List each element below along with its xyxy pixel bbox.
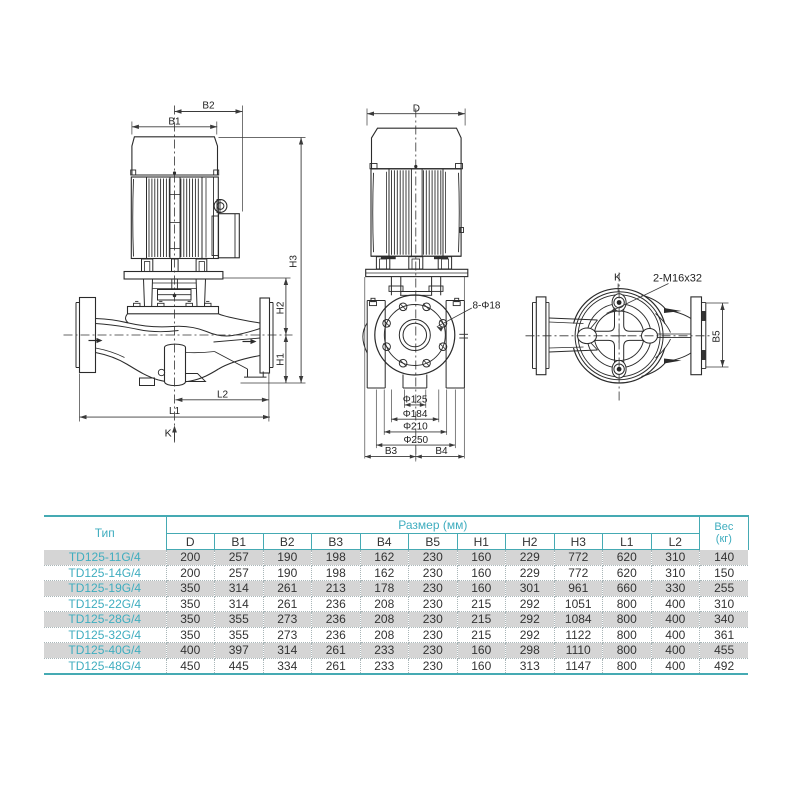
svg-text:L1: L1 [169,406,181,417]
svg-text:B1: B1 [168,117,181,128]
svg-text:Φ125: Φ125 [403,395,428,406]
svg-text:K: K [165,428,172,440]
svg-text:B5: B5 [712,330,723,343]
svg-text:Φ210: Φ210 [403,422,428,433]
svg-text:H3: H3 [289,255,300,268]
svg-text:K: K [614,272,621,284]
svg-text:D: D [413,104,420,115]
svg-text:B3: B3 [385,446,398,457]
svg-text:H1: H1 [276,353,287,366]
svg-text:2-M16x32: 2-M16x32 [653,273,702,285]
svg-text:Φ250: Φ250 [403,435,428,446]
svg-text:B4: B4 [435,446,448,457]
svg-text:8-Φ18: 8-Φ18 [473,301,501,312]
svg-text:L2: L2 [217,390,229,401]
svg-text:B2: B2 [202,101,215,112]
svg-text:H2: H2 [276,301,287,314]
svg-text:Φ184: Φ184 [403,409,428,420]
